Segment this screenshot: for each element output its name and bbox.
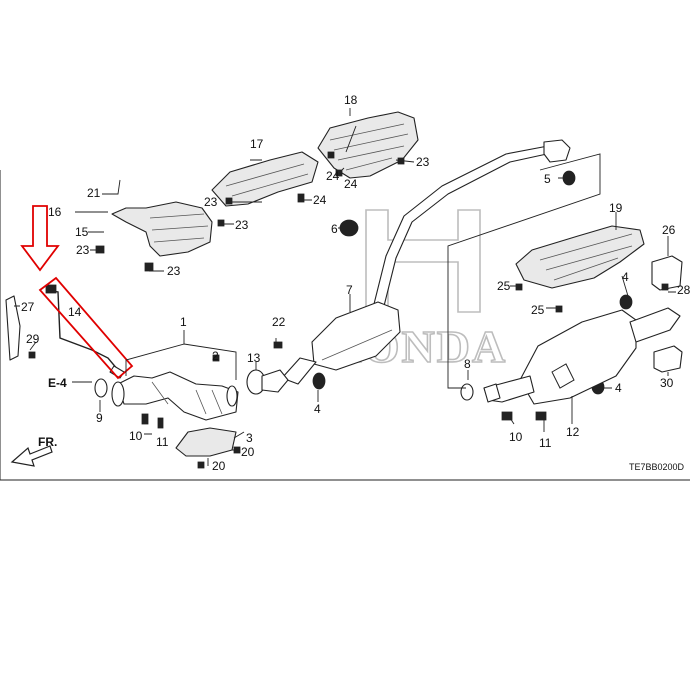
callout-2: 2 [212, 349, 219, 363]
callout-9: 9 [96, 411, 103, 425]
callout-11-right: 11 [539, 436, 552, 450]
callout-24-c: 24 [344, 177, 358, 191]
heat-shield-18 [317, 111, 419, 179]
callout-24-a: 24 [313, 193, 327, 207]
oxygen-sensor-14 [45, 284, 125, 379]
gasket-8 [460, 383, 474, 401]
callout-5: 5 [544, 172, 551, 186]
callout-3: 3 [246, 431, 253, 445]
callout-26: 26 [662, 223, 676, 237]
callout-29: 29 [26, 332, 40, 346]
callout-30: 30 [660, 376, 674, 390]
callout-11-left: 11 [156, 435, 169, 449]
heat-shield-17 [211, 151, 319, 207]
bracket-27 [5, 295, 21, 361]
leader-lines [14, 108, 676, 466]
callout-8: 8 [464, 357, 471, 371]
callout-6: 6 [331, 222, 338, 236]
callout-12: 12 [566, 425, 580, 439]
pipe-tip-30 [653, 345, 683, 373]
callout-20-left: 20 [212, 459, 226, 473]
callout-27: 27 [21, 300, 35, 314]
callout-14: 14 [68, 305, 82, 319]
front-arrow-icon [10, 445, 53, 467]
callout-1: 1 [180, 315, 187, 329]
callout-4-center: 4 [314, 402, 321, 416]
hanger-rubber-4-upper [619, 294, 633, 310]
callout-18: 18 [344, 93, 358, 107]
callout-19: 19 [609, 201, 623, 215]
section-reference: E-4 [48, 376, 67, 390]
resonator-7 [281, 301, 401, 385]
callout-24-b: 24 [326, 169, 340, 183]
callout-22: 22 [272, 315, 286, 329]
catalyst-shield-3 [175, 427, 237, 457]
callout-4-lower: 4 [615, 381, 622, 395]
front-indicator-label: FR. [38, 435, 57, 449]
callout-16: 16 [48, 205, 62, 219]
catalytic-converter-1 [111, 371, 239, 421]
heat-shield-19 [515, 225, 645, 289]
diagram-code: TE7BB0200D [629, 462, 685, 472]
callout-15: 15 [75, 225, 89, 239]
highlight-arrow [20, 205, 60, 272]
callout-23-d: 23 [235, 218, 249, 232]
flange-muffler [483, 383, 501, 403]
gasket-9 [94, 378, 108, 398]
callout-28: 28 [677, 283, 691, 297]
pipe-tip-26 [651, 255, 683, 291]
hanger-rubber-4-center [312, 372, 326, 390]
section-ref-label: E-4 [48, 376, 67, 390]
callout-25-b: 25 [531, 303, 545, 317]
callout-25-a: 25 [497, 279, 511, 293]
front-direction-indicator: FR. [10, 435, 57, 467]
callout-10-left: 10 [129, 429, 143, 443]
callout-23-a: 23 [76, 243, 90, 257]
callout-7: 7 [346, 283, 353, 297]
callout-20-right: 20 [241, 445, 255, 459]
callout-23-e: 23 [416, 155, 430, 169]
callout-23-c: 23 [204, 195, 218, 209]
callout-4-upper: 4 [622, 270, 629, 284]
callout-labels: 1 2 3 4 4 4 5 6 7 8 9 10 10 11 11 12 13 … [21, 93, 691, 473]
callout-23-b: 23 [167, 264, 181, 278]
callout-13: 13 [247, 351, 261, 365]
callout-17: 17 [250, 137, 264, 151]
heat-shield-16 [111, 201, 213, 257]
flange-22 [261, 369, 289, 393]
callout-10-right: 10 [509, 430, 523, 444]
highlight-box [38, 276, 134, 380]
muffler-12 [483, 307, 681, 405]
callout-21: 21 [87, 186, 101, 200]
